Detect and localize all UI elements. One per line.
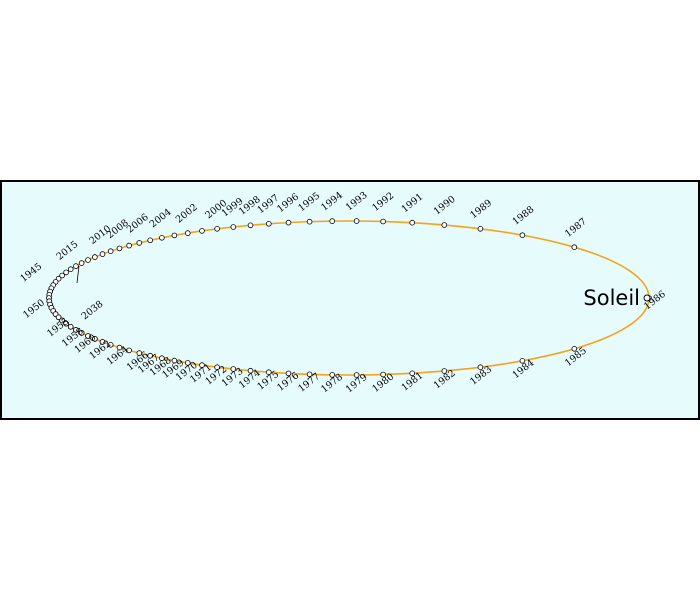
year-marker-1977 xyxy=(306,371,313,378)
year-marker-1997 xyxy=(265,220,272,227)
year-marker-2013 xyxy=(78,260,85,266)
year-marker-2031 xyxy=(59,317,65,324)
year-marker-2002 xyxy=(185,230,191,236)
year-marker-2017 xyxy=(59,272,65,279)
year-marker-1965 xyxy=(126,347,132,354)
year-marker-1985 xyxy=(571,346,578,352)
year-marker-1973 xyxy=(230,366,237,372)
year-marker-2032 xyxy=(63,320,69,327)
year-marker-1993 xyxy=(353,218,360,224)
orbit-diagram: 1945195019551958196019621964196619671968… xyxy=(0,180,700,420)
year-marker-1968 xyxy=(159,355,165,362)
year-marker-2038 xyxy=(99,339,106,345)
year-marker-1979 xyxy=(353,372,360,378)
year-marker-2000 xyxy=(214,225,220,232)
year-marker-1983 xyxy=(477,364,484,371)
year-marker-2034 xyxy=(73,327,79,333)
year-marker-2016 xyxy=(63,269,69,276)
year-marker-1980 xyxy=(380,371,386,378)
year-marker-1987 xyxy=(571,244,578,250)
year-marker-2035 xyxy=(78,330,85,336)
year-marker-1999 xyxy=(230,224,237,230)
year-marker-2009 xyxy=(107,248,114,254)
sun-icon xyxy=(643,294,651,302)
sun-label: Soleil xyxy=(583,286,640,310)
year-marker-2003 xyxy=(171,232,178,239)
year-marker-1963 xyxy=(107,342,114,348)
year-marker-1984 xyxy=(519,358,526,364)
year-marker-1989 xyxy=(477,225,484,232)
year-marker-2008 xyxy=(116,245,123,252)
year-marker-1976 xyxy=(285,370,292,377)
year-marker-2012 xyxy=(85,257,91,263)
year-marker-2011 xyxy=(92,254,98,260)
year-marker-2033 xyxy=(67,324,74,330)
year-marker-1992 xyxy=(380,218,386,225)
year-marker-2007 xyxy=(126,242,132,249)
year-marker-2001 xyxy=(199,228,205,234)
year-marker-1994 xyxy=(329,218,336,224)
year-marker-1972 xyxy=(214,364,220,371)
year-marker-1981 xyxy=(409,370,416,377)
year-marker-1967 xyxy=(147,352,154,359)
year-marker-2010 xyxy=(99,251,106,257)
year-marker-1974 xyxy=(247,367,254,374)
year-marker-2036 xyxy=(85,333,91,339)
year-marker-1988 xyxy=(519,232,526,238)
year-marker-2037 xyxy=(92,336,98,342)
year-marker-2015 xyxy=(67,266,74,272)
year-marker-1970 xyxy=(185,360,191,366)
year-markers xyxy=(46,218,652,378)
year-marker-1996 xyxy=(285,219,292,226)
year-marker-1998 xyxy=(247,222,254,229)
year-marker-1990 xyxy=(441,222,448,228)
leader-line-2038 xyxy=(76,265,80,284)
year-marker-2006 xyxy=(136,240,143,246)
year-marker-1969 xyxy=(171,357,178,364)
year-marker-2014 xyxy=(73,263,79,269)
year-marker-1978 xyxy=(329,372,336,378)
year-marker-2030 xyxy=(55,314,62,321)
year-marker-2004 xyxy=(159,234,165,241)
year-marker-1964 xyxy=(116,344,123,351)
year-marker-1995 xyxy=(306,218,313,225)
year-marker-1991 xyxy=(409,219,416,226)
year-marker-1982 xyxy=(441,368,448,374)
year-marker-1975 xyxy=(265,369,272,376)
year-marker-1971 xyxy=(199,362,205,368)
year-marker-1966 xyxy=(136,350,143,356)
year-marker-2005 xyxy=(147,237,154,244)
